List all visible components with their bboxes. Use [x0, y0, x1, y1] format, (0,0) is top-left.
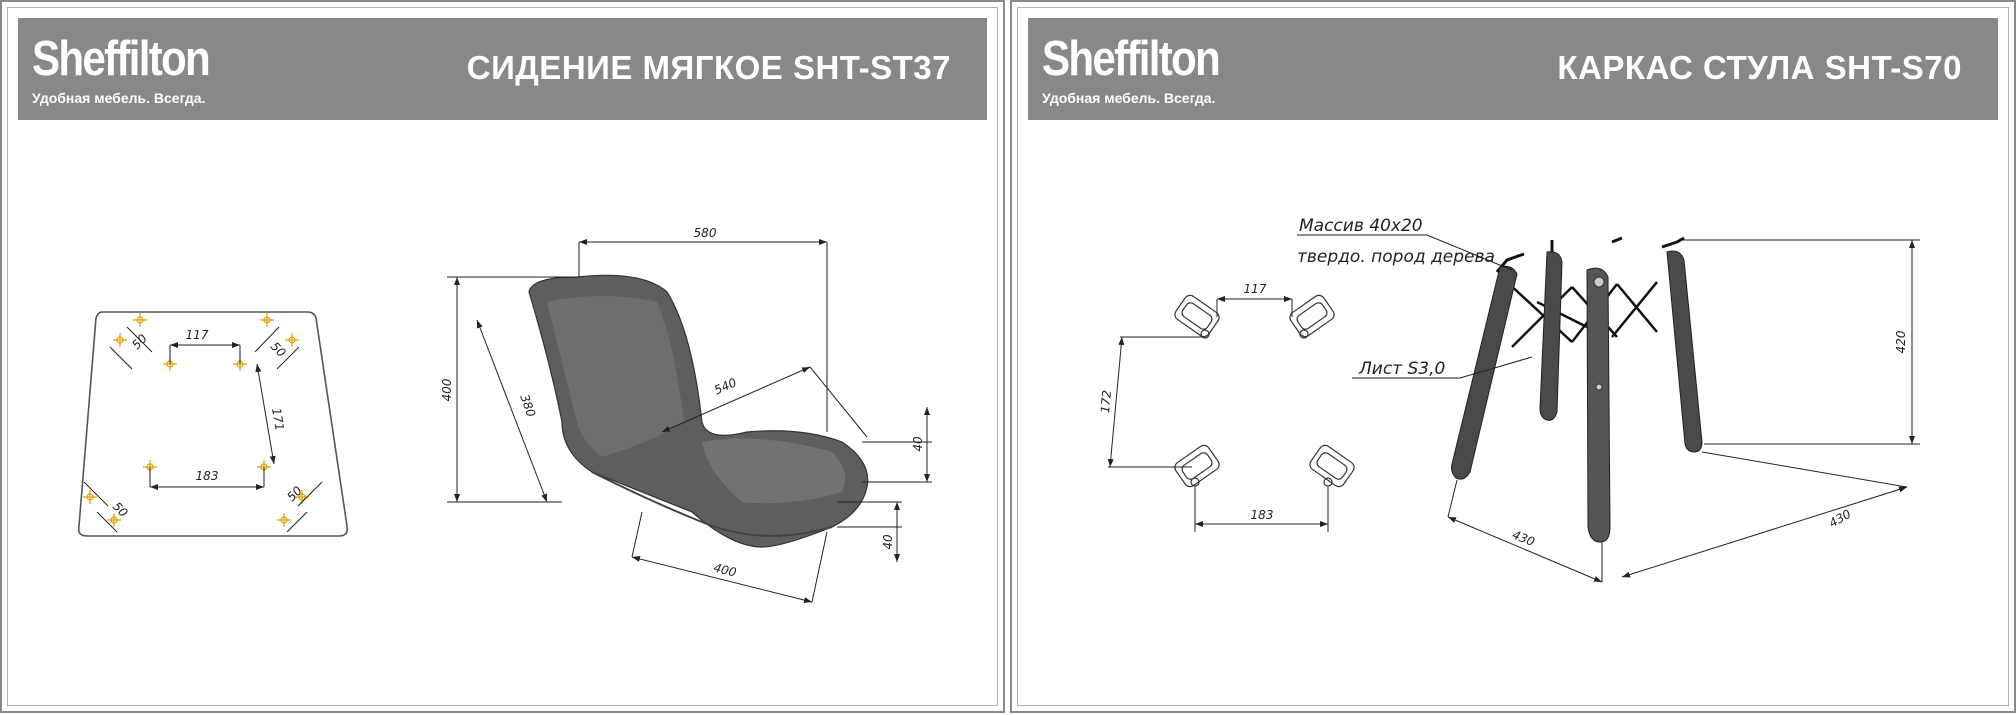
leg-front-left — [1451, 265, 1518, 480]
product-title: СИДЕНИЕ МЯГКОЕ SHT-ST37 — [466, 49, 951, 86]
seat-drawing: 117 183 171 50 50 50 50 — [77, 226, 932, 603]
seat-edge — [591, 471, 833, 537]
seat-backrest-face — [547, 296, 684, 457]
dim-label-400-bottom: 400 — [712, 561, 738, 580]
leg-back — [1539, 251, 1563, 421]
dim-line-400-bottom — [631, 556, 813, 603]
dim-label-117-frame: 117 — [1244, 282, 1267, 296]
brand-name: Sheffilton — [32, 32, 211, 86]
mount-plate-tr — [1289, 294, 1335, 339]
brand-logo: Sheffilton Удобная мебель. Всегда. — [32, 34, 232, 114]
template-outline — [77, 311, 349, 537]
dim-line-380 — [476, 319, 548, 503]
leg-screw-lower — [1595, 383, 1603, 391]
brand-name: Sheffilton — [1042, 32, 1221, 86]
dim-line-430-right — [1621, 486, 1908, 578]
callout-wood-line2: твердо. пород дерева — [1297, 247, 1495, 267]
dim-label-430-left: 430 — [1510, 528, 1537, 550]
dim-label-400-vertical: 400 — [440, 378, 454, 401]
dim-label-40-top: 40 — [911, 436, 925, 452]
seat-cushion-face — [702, 438, 846, 504]
dim-label-380: 380 — [517, 392, 538, 419]
frame-brackets — [1495, 236, 1685, 273]
dim-label-540: 540 — [712, 375, 739, 397]
seat-panel-header: Sheffilton Удобная мебель. Всегда. СИДЕН… — [18, 18, 987, 120]
dim-label-430-right: 430 — [1827, 507, 1854, 531]
dim-label-117: 117 — [186, 328, 209, 342]
mounting-template: 117 183 171 50 50 50 50 — [77, 311, 349, 537]
chair-frame — [1451, 236, 1703, 543]
dim-label-171: 171 — [269, 407, 287, 432]
dim-line-171 — [255, 363, 276, 465]
dim-label-40-bottom: 40 — [881, 534, 895, 550]
dim-label-172: 172 — [1098, 390, 1114, 414]
dim-label-183-frame: 183 — [1251, 508, 1274, 522]
callout-line-plate — [1352, 356, 1533, 379]
mount-plates-layout: 117 172 183 — [1098, 282, 1355, 532]
frame-panel-header: Sheffilton Удобная мебель. Всегда. КАРКА… — [1028, 18, 1998, 120]
seat-shell — [528, 274, 869, 548]
dim-label-580: 580 — [694, 226, 717, 240]
frame-panel-frame — [1017, 7, 2009, 706]
dim-line-540 — [661, 366, 811, 433]
leg-front-center — [1586, 267, 1611, 543]
product-title: КАРКАС СТУЛА SHT-S70 — [1557, 49, 1962, 86]
mount-plate-br — [1309, 444, 1355, 488]
brand-tagline: Удобная мебель. Всегда. — [32, 90, 206, 106]
brand-logo: Sheffilton Удобная мебель. Всегда. — [1042, 34, 1242, 114]
dim-line-172 — [1107, 336, 1125, 468]
seat-panel: Sheffilton Удобная мебель. Всегда. СИДЕН… — [0, 0, 1005, 713]
frame-cross-rods — [1506, 281, 1658, 348]
leg-front-right — [1666, 250, 1703, 453]
seat-panel-frame — [7, 7, 998, 706]
dim-label-183: 183 — [196, 469, 219, 483]
callout-wood-line1: Массив 40х20 — [1299, 216, 1423, 236]
dim-label-420: 420 — [1894, 330, 1908, 353]
callout-line-wood — [1297, 234, 1513, 271]
callout-plate: Лист S3,0 — [1358, 359, 1445, 379]
leg-screw — [1593, 276, 1605, 288]
dim-line-430-left — [1447, 516, 1603, 583]
frame-drawing: 117 172 183 — [1098, 216, 1920, 583]
dim-label-50-tr: 50 — [268, 339, 289, 360]
mount-plate-tl — [1174, 294, 1220, 339]
dim-label-50-tl: 50 — [129, 331, 150, 352]
brand-tagline: Удобная мебель. Всегда. — [1042, 90, 1216, 106]
mount-plate-bl — [1174, 444, 1220, 488]
frame-panel: Sheffilton Удобная мебель. Всегда. КАРКА… — [1010, 0, 2016, 713]
